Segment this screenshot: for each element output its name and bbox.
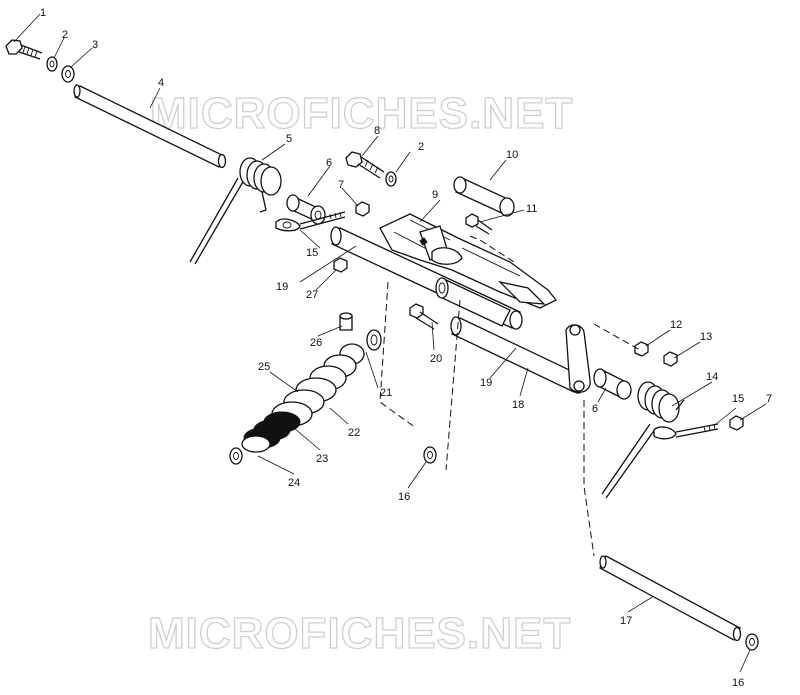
callout-19-left: 19	[276, 281, 288, 293]
watermark-top: MICROFICHES.NET	[150, 89, 573, 138]
callout-4: 4	[158, 77, 164, 89]
callout-23: 23	[316, 453, 328, 465]
callout-2-mid: 2	[418, 141, 424, 153]
part-13-nut[interactable]	[663, 351, 678, 367]
part-16-washer-middle[interactable]	[423, 446, 437, 464]
callout-13: 13	[700, 331, 712, 343]
callout-22: 22	[348, 427, 360, 439]
part-20-bolt[interactable]	[409, 303, 439, 330]
callout-27: 27	[306, 289, 318, 301]
part-17-rod[interactable]	[599, 555, 742, 642]
part-3-washer[interactable]	[61, 65, 75, 83]
callout-6-right: 6	[592, 403, 598, 415]
part-14-torsion-spring-right[interactable]	[601, 381, 685, 499]
part-15-spring-bolt-right[interactable]	[653, 423, 719, 440]
callout-18: 18	[512, 399, 524, 411]
part-4-rod[interactable]	[73, 84, 227, 169]
part-7-nut-left[interactable]	[355, 201, 370, 217]
part-2-washer-middle[interactable]	[385, 171, 397, 187]
part-24-shock-lower-eye[interactable]	[229, 447, 243, 465]
part-2-washer[interactable]	[46, 56, 58, 72]
callout-24: 24	[288, 477, 300, 489]
callout-1: 1	[40, 7, 46, 19]
callout-7: 7	[338, 179, 344, 191]
part-27-nut[interactable]	[333, 257, 348, 273]
part-arm-plate-right[interactable]	[565, 324, 591, 393]
part-6-bushing-right[interactable]	[593, 368, 632, 400]
callout-11: 11	[526, 203, 537, 215]
callout-5: 5	[286, 133, 292, 145]
callout-21: 21	[380, 387, 392, 399]
part-16-washer-bottom[interactable]	[745, 633, 759, 651]
callout-14: 14	[706, 371, 718, 383]
callout-16-bottom: 16	[732, 677, 744, 689]
callout-8: 8	[374, 125, 380, 137]
callout-15-right: 15	[732, 393, 744, 405]
part-11-bolt[interactable]	[465, 213, 493, 235]
part-8-bolt[interactable]	[345, 151, 385, 179]
part-12-nut[interactable]	[634, 341, 649, 357]
callout-19-right: 19	[480, 377, 492, 389]
callout-7-right: 7	[766, 393, 772, 405]
part-1-bolt[interactable]	[5, 39, 43, 60]
callout-26: 26	[310, 337, 322, 349]
part-6-bushing-left[interactable]	[286, 194, 326, 225]
callout-20: 20	[430, 353, 442, 365]
callout-6: 6	[326, 157, 332, 169]
part-10-bushing[interactable]	[453, 176, 515, 217]
part-15-spring-bolt-left[interactable]	[275, 211, 346, 232]
part-26-bushing[interactable]	[339, 312, 353, 331]
callout-labels: 1 2 3 4 5 6 7 8 2 9 10 11 15 19 27 26 25…	[40, 7, 772, 689]
part-5-torsion-spring-left[interactable]	[189, 157, 282, 265]
part-7-nut-right[interactable]	[729, 415, 744, 431]
callout-16-mid: 16	[398, 491, 410, 503]
callout-15-left: 15	[306, 247, 318, 259]
callout-2: 2	[62, 29, 68, 41]
watermark-bottom: MICROFICHES.NET	[148, 609, 571, 658]
assembly-lines	[379, 235, 641, 557]
leader-lines	[13, 13, 767, 673]
part-9-pivot-bracket[interactable]	[379, 213, 558, 309]
part-23-shock-body[interactable]	[241, 411, 301, 453]
callout-10: 10	[506, 149, 518, 161]
callout-9: 9	[432, 189, 438, 201]
part-21-shock-eye[interactable]	[366, 329, 382, 351]
callout-12: 12	[670, 319, 682, 331]
part-19-shaft-tube[interactable]	[435, 277, 511, 327]
callout-17: 17	[620, 615, 632, 627]
callout-3: 3	[92, 39, 98, 51]
callout-25: 25	[258, 361, 270, 373]
